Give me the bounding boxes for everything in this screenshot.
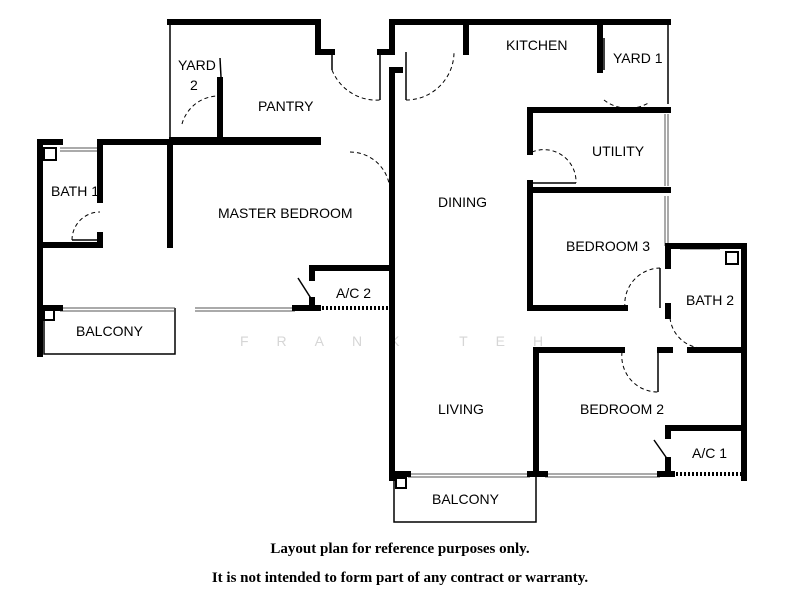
room-label-balcony-left: BALCONY: [76, 323, 144, 339]
room-label-living: LIVING: [438, 401, 484, 417]
thin-outlines: [43, 22, 720, 523]
columns: [43, 147, 739, 489]
room-label-bedroom2: BEDROOM 2: [580, 401, 664, 417]
room-labels: YARD 2 PANTRY KITCHEN YARD 1 UTILITY BAT…: [51, 37, 734, 507]
disclaimer-line-1: Layout plan for reference purposes only.: [270, 541, 530, 557]
room-label-yard2-b: 2: [190, 77, 198, 93]
room-label-balcony-bottom: BALCONY: [432, 491, 500, 507]
room-label-ac2: A/C 2: [336, 285, 371, 301]
disclaimer-line-2: It is not intended to form part of any c…: [211, 570, 589, 586]
room-label-bedroom3: BEDROOM 3: [566, 238, 650, 254]
room-label-ac1: A/C 1: [692, 445, 727, 461]
room-label-dining: DINING: [438, 194, 487, 210]
room-label-bath2: BATH 2: [686, 292, 734, 308]
room-label-yard1: YARD 1: [613, 50, 663, 66]
room-label-kitchen: KITCHEN: [506, 37, 567, 53]
room-label-pantry: PANTRY: [258, 98, 314, 114]
room-label-utility: UTILITY: [592, 143, 645, 159]
watermark: FRANK TEH: [240, 333, 571, 349]
room-label-yard2-a: YARD: [178, 57, 216, 73]
doors: [71, 38, 701, 461]
ac-ledges: [318, 306, 744, 476]
room-label-master-bedroom: MASTER BEDROOM: [218, 205, 353, 221]
room-label-bath1: BATH 1: [51, 183, 99, 199]
walls: [37, 19, 747, 481]
